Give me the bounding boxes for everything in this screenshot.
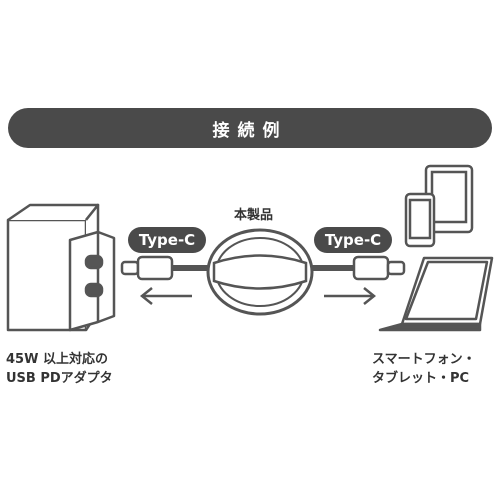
right-usb-c-plug xyxy=(312,255,406,281)
right-arrow-icon xyxy=(324,287,377,305)
laptop-icon xyxy=(378,256,494,332)
device-label: スマートフォン・ タブレット・PC xyxy=(372,350,476,388)
right-connector-pill: Type-C xyxy=(314,227,392,253)
smartphone-icon xyxy=(404,192,436,248)
adapter-label-line2: USB PDアダプタ xyxy=(6,371,113,386)
banner-title: 接続例 xyxy=(212,120,288,141)
product-label: 本製品 xyxy=(234,208,274,223)
retractable-cable-icon xyxy=(206,228,314,316)
adapter-label: 45W 以上対応の USB PDアダプタ xyxy=(6,350,113,388)
usb-pd-adapter-icon xyxy=(6,203,116,332)
device-label-line2: タブレット・PC xyxy=(372,371,470,386)
title-banner: 接続例 xyxy=(8,108,492,148)
left-connector-pill: Type-C xyxy=(128,227,206,253)
device-label-line1: スマートフォン・ xyxy=(372,352,476,367)
left-arrow-icon xyxy=(139,287,192,305)
adapter-label-line1: 45W 以上対応の xyxy=(6,352,108,367)
left-usb-c-plug xyxy=(120,255,210,281)
